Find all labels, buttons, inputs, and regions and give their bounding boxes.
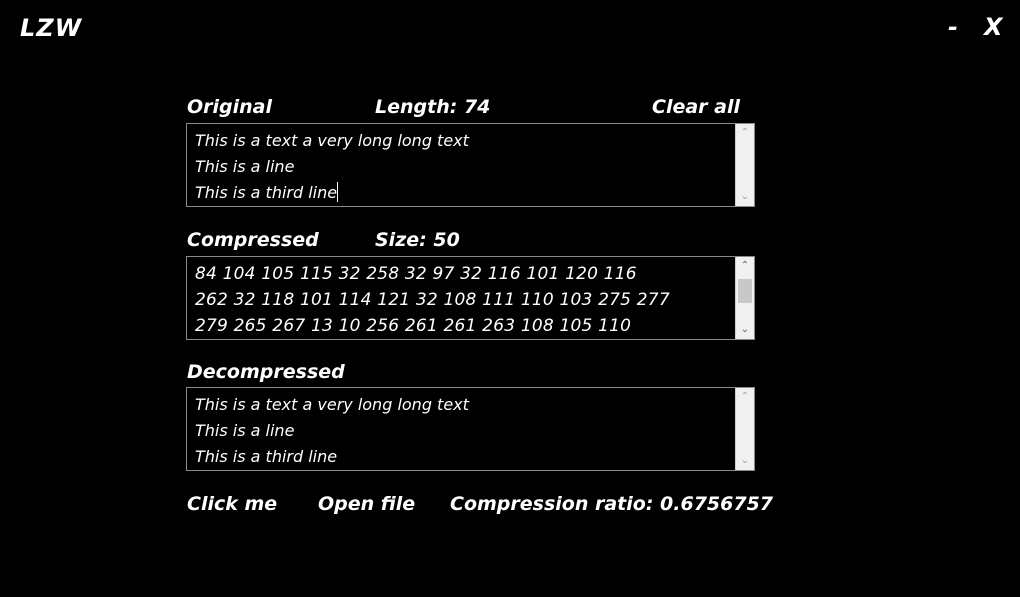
compressed-text: 84 104 105 115 32 258 32 97 32 116 101 1… [195,261,728,339]
decompressed-line: This is a third line [195,447,338,466]
compressed-line: 262 32 118 101 114 121 32 108 111 110 10… [195,290,670,310]
original-text: This is a text a very long long text Thi… [195,128,728,206]
scroll-up-icon[interactable]: ⌃ [740,391,750,402]
compressed-line: 279 265 267 13 10 256 261 261 263 108 10… [195,316,632,336]
original-textarea[interactable]: This is a text a very long long text Thi… [186,123,755,207]
scroll-thumb[interactable] [738,279,752,303]
original-line: This is a line [195,157,295,176]
size-label: Size: 50 [375,229,460,251]
decompressed-label: Decompressed [187,361,345,383]
decompressed-line: This is a text a very long long text [195,395,469,414]
compressed-line: 84 104 105 115 32 258 32 97 32 116 101 1… [195,264,637,284]
minimize-button[interactable]: - [948,13,958,41]
scroll-down-icon[interactable]: ⌄ [740,455,750,466]
original-line: This is a text a very long long text [195,131,469,150]
decompressed-textarea[interactable]: This is a text a very long long text Thi… [186,387,755,471]
open-file-button[interactable]: Open file [318,493,416,515]
close-button[interactable]: X [984,13,1003,41]
scroll-up-icon[interactable]: ⌃ [740,260,750,271]
original-label: Original [187,96,273,118]
compressed-label: Compressed [187,229,319,251]
original-line: This is a third line [195,183,338,202]
scroll-down-icon[interactable]: ⌄ [740,191,750,202]
scroll-down-icon[interactable]: ⌄ [740,324,750,335]
scroll-up-icon[interactable]: ⌃ [740,127,750,138]
compressed-textarea[interactable]: 84 104 105 115 32 258 32 97 32 116 101 1… [186,256,755,340]
original-scrollbar[interactable]: ⌃ ⌄ [735,124,754,206]
length-label: Length: 74 [375,96,491,118]
decompressed-line: This is a line [195,421,295,440]
compression-ratio-label: Compression ratio: 0.6756757 [450,493,774,515]
compressed-scrollbar[interactable]: ⌃ ⌄ [735,257,754,339]
decompressed-scrollbar[interactable]: ⌃ ⌄ [735,388,754,470]
app-title: LZW [20,14,83,42]
text-caret [337,182,339,202]
clear-all-button[interactable]: Clear all [652,96,740,118]
decompressed-text: This is a text a very long long text Thi… [195,392,728,470]
click-me-button[interactable]: Click me [187,493,278,515]
